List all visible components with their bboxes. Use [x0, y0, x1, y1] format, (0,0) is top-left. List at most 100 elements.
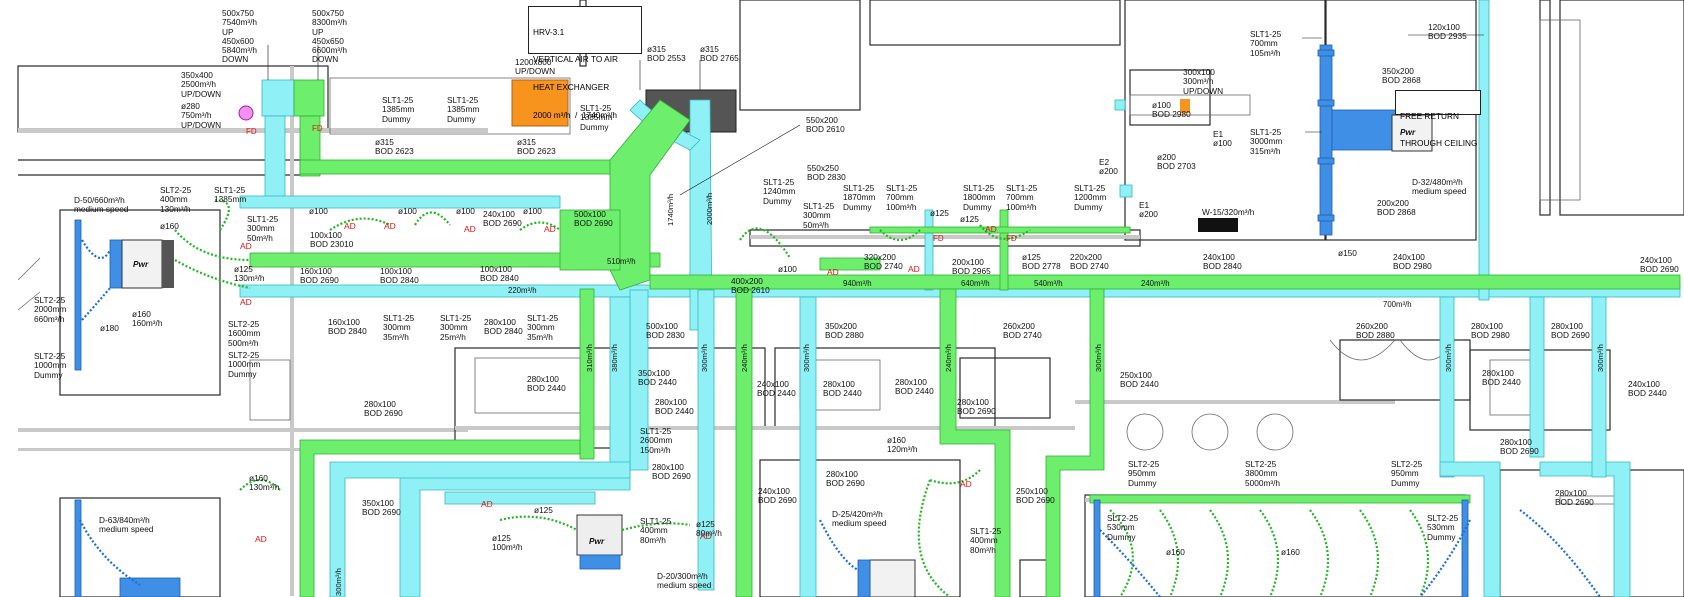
label: SLT2-25 530mm Dummy [1107, 513, 1139, 542]
label: 160x100 BOD 2690 [300, 266, 339, 286]
brand-logo-text: Pwr [1400, 127, 1416, 137]
label: ø150 [1338, 248, 1357, 258]
label: 240x100 BOD 2440 [757, 379, 796, 399]
label: SLT2-25 950mm Dummy [1391, 459, 1423, 488]
flow-label: 300m³/h [1444, 344, 1453, 372]
label: 400x200 BOD 2610 [731, 276, 770, 296]
hrv-line: 2000 m³/h / 1740m³/h [533, 110, 617, 121]
label: 280x100 BOD 2440 [1482, 368, 1521, 388]
label: 280x100 BOD 2690 [1551, 321, 1590, 341]
label: 240x100 BOD 2690 [483, 209, 522, 229]
label: 250x100 BOD 2690 [1016, 486, 1055, 506]
flow-label: 510m³/h [607, 257, 636, 266]
label: 100x100 BOD 2840 [480, 264, 519, 284]
label: 320x200 BOD 2740 [864, 252, 903, 272]
label: 350x100 BOD 2440 [638, 368, 677, 388]
label: SLT2-25 950mm Dummy [1128, 459, 1160, 488]
label: ø125 130m³/h [234, 264, 265, 284]
label: SLT2-25 400mm 130m³/h [160, 185, 192, 214]
label: SLT1-25 3000mm 315m³/h [1250, 127, 1283, 156]
label: 350x200 BOD 2880 [825, 321, 864, 341]
label: SLT1-25 700mm 100m³/h [886, 183, 918, 212]
label: SLT1-25 300mm 35m³/h [383, 313, 415, 342]
ad-tag: AD [544, 224, 556, 234]
hrv-description-box: HRV-3.1 VERTICAL AIR TO AIR HEAT EXCHANG… [528, 6, 642, 120]
label: 280x100 BOD 2980 [1471, 321, 1510, 341]
label: ø100 [523, 206, 542, 216]
label: SLT1-25 1870mm Dummy [843, 183, 876, 212]
label: E2 ø200 [1099, 157, 1118, 177]
label: 240x100 BOD 2980 [1393, 252, 1432, 272]
label: ø280 750m³/h UP/DOWN [181, 101, 222, 130]
flow-label: 300m³/h [802, 344, 811, 372]
label: SLT1-25 2600mm 150m³/h [640, 426, 673, 455]
hrv-line: HRV-3.1 [533, 26, 565, 37]
flow-label: 240m³/h [740, 344, 749, 372]
label: 240x100 BOD 2440 [1628, 379, 1667, 399]
label: SLT2-25 530mm Dummy [1427, 513, 1459, 542]
brand-logo-text: Pwr [133, 259, 149, 269]
flow-label: 700m³/h [1383, 300, 1412, 309]
label: 280x100 BOD 2690 [364, 399, 403, 419]
flow-label: 220m³/h [508, 286, 537, 295]
label: SLT1-25 300mm 50m³/h [803, 201, 835, 230]
label: ø315 BOD 2623 [517, 137, 556, 157]
label: 280x100 BOD 2690 [652, 462, 691, 482]
label: SLT2-25 1000mm Dummy [34, 351, 67, 380]
label: 280x100 BOD 2690 [1555, 488, 1594, 508]
label: SLT1-25 400mm 80m³/h [970, 526, 1002, 555]
label: 100x100 BOD 23010 [310, 230, 354, 250]
label: D-20/300m³/h medium speed [657, 571, 712, 591]
label: SLT2-25 1000mm Dummy [228, 350, 261, 379]
label: ø100 [456, 206, 475, 216]
label: 260x200 BOD 2740 [1003, 321, 1042, 341]
flow-label: 640m³/h [961, 279, 990, 288]
free-return-line: FREE RETURN [1400, 110, 1460, 121]
leader-lines [267, 34, 1484, 196]
hrv-line: VERTICAL AIR TO AIR [533, 54, 618, 65]
label: 500x750 8300m³/h UP 450x650 6600m³/h DOW… [312, 8, 348, 65]
fd-tag: FD [246, 127, 257, 136]
label: SLT2-25 2000mm 660m³/h [34, 295, 67, 324]
label: D-25/420m³/h medium speed [832, 509, 887, 529]
label: 280x100 BOD 2440 [655, 397, 694, 417]
label: ø160 [160, 221, 179, 231]
label: SLT2-25 3800mm 5000m³/h [1245, 459, 1281, 488]
label: E1 ø100 [1213, 129, 1232, 149]
flow-label: 240m³/h [944, 344, 953, 372]
free-return-note: FREE RETURN THROUGH CEILING [1395, 90, 1481, 148]
label: 500x750 7540m³/h UP 450x600 5840m³/h DOW… [222, 8, 258, 65]
label: ø100 [309, 206, 328, 216]
label: 280x100 BOD 2440 [527, 374, 566, 394]
label: SLT1-25 700mm 105m³/h [1250, 29, 1282, 58]
label: ø125 BOD 2778 [1022, 252, 1061, 272]
flow-label: 300m³/h [334, 568, 343, 596]
label: 280x100 BOD 2840 [484, 317, 523, 337]
label: 280x100 BOD 2690 [1500, 437, 1539, 457]
fd-tag: FD [312, 124, 323, 133]
label: 500x100 BOD 2830 [646, 321, 685, 341]
label: 550x250 BOD 2830 [807, 163, 846, 183]
label: 200x100 BOD 2965 [952, 257, 991, 277]
label: SLT1-25 1800mm Dummy [963, 183, 996, 212]
label: ø160 [1166, 547, 1185, 557]
air-units [74, 44, 1469, 597]
label: ø100 BOD 2980 [1152, 100, 1191, 120]
ad-tag: AD [700, 531, 712, 541]
ad-tag: AD [464, 224, 476, 234]
flow-label: 1740m³/h [666, 193, 675, 226]
label: SLT1-25 1385mm [214, 185, 247, 205]
ad-tag: AD [985, 224, 997, 234]
ad-tag: AD [384, 221, 396, 231]
label: 120x100 BOD 2935 [1428, 22, 1467, 42]
label: SLT1-25 700mm 100m³/h [1006, 183, 1038, 212]
label: SLT1-25 1385mm Dummy [580, 103, 613, 132]
flow-label: 300m³/h [1094, 344, 1103, 372]
label: SLT1-25 1240mm Dummy [763, 177, 796, 206]
label: 350x100 BOD 2690 [362, 498, 401, 518]
label: ø315 BOD 2553 [647, 44, 686, 64]
label: 550x200 BOD 2610 [806, 115, 845, 135]
label: SLT1-25 1385mm Dummy [382, 95, 415, 124]
label: 250x100 BOD 2440 [1120, 370, 1159, 390]
